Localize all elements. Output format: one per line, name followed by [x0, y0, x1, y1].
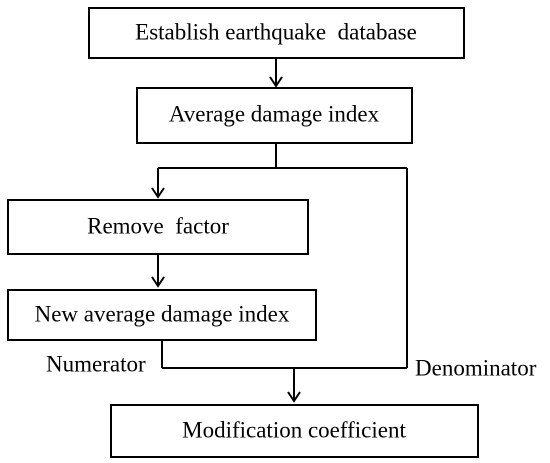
arrowhead-icon	[151, 187, 165, 199]
arrowhead-icon	[287, 391, 301, 403]
node-establish-database-label: Establish earthquake database	[135, 19, 417, 44]
edge-to-modification	[287, 368, 301, 403]
edge-numerator	[161, 340, 407, 369]
node-modification-coefficient-label: Modification coefficient	[182, 417, 406, 442]
edge-average-to-remove	[151, 168, 165, 199]
node-modification-coefficient: Modification coefficient	[110, 404, 479, 458]
node-average-damage-index: Average damage index	[136, 87, 413, 144]
node-remove-factor-label: Remove factor	[87, 213, 229, 238]
arrowhead-icon	[269, 76, 283, 88]
edge-remove-to-new-average	[151, 254, 165, 288]
label-numerator: Numerator	[46, 351, 146, 376]
arrowhead-icon	[151, 276, 165, 288]
node-remove-factor-box	[7, 199, 309, 255]
node-average-damage-index-box	[136, 87, 413, 144]
node-establish-database-box	[88, 7, 465, 59]
label-denominator: Denominator	[415, 355, 537, 380]
node-establish-database: Establish earthquake database	[88, 7, 465, 59]
edge-establish-to-average	[269, 58, 283, 88]
node-new-average-damage-index-box	[7, 289, 317, 341]
node-new-average-damage-index: New average damage index	[7, 289, 317, 341]
edge-average-split	[158, 143, 407, 169]
node-remove-factor: Remove factor	[7, 199, 309, 255]
node-modification-coefficient-box	[110, 404, 479, 458]
node-average-damage-index-label: Average damage index	[169, 101, 380, 126]
node-new-average-damage-index-label: New average damage index	[35, 301, 290, 326]
